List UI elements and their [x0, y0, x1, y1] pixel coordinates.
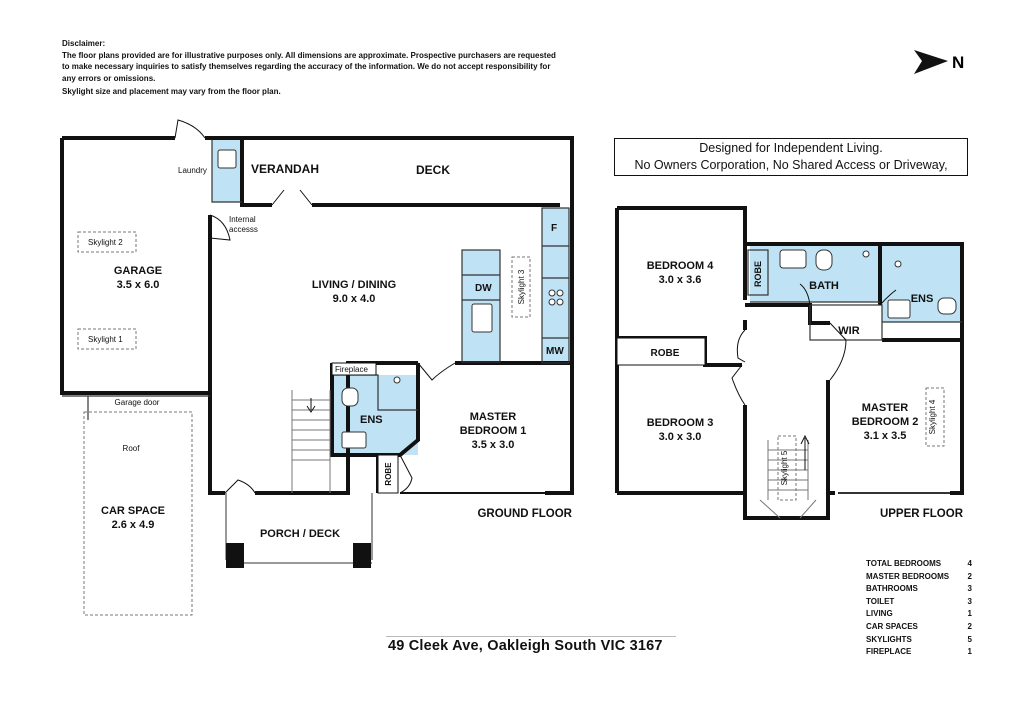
bath-fill: [750, 244, 880, 302]
label-skylight-5: Skylight 5: [780, 450, 789, 485]
label-bed-3-dims: 3.0 x 3.0: [659, 431, 702, 443]
stat-value: 1: [967, 609, 972, 619]
stat-value: 2: [967, 621, 972, 631]
upper-floor-plan: BEDROOM 4 3.0 x 3.6 ROBE BATH ENS WIR RO…: [615, 206, 964, 520]
label-fireplace: Fireplace: [335, 365, 368, 374]
stat-row: CAR SPACES 2: [866, 621, 972, 634]
label-mw: MW: [546, 346, 564, 357]
label-bed-3: BEDROOM 3: [647, 417, 714, 429]
label-fridge: F: [551, 223, 557, 234]
stat-value: 1: [967, 647, 972, 657]
label-wir: WIR: [838, 325, 859, 337]
stat-label: MASTER BEDROOMS: [866, 571, 950, 581]
label-laundry: Laundry: [178, 166, 207, 175]
stat-label: BATHROOMS: [866, 584, 918, 594]
label-car-space-dims: 2.6 x 4.9: [112, 519, 155, 531]
label-master-1-b: BEDROOM 1: [460, 425, 527, 437]
label-garage-dims: 3.5 x 6.0: [117, 279, 160, 291]
porch-post-left: [226, 543, 244, 568]
label-master-2-b: BEDROOM 2: [852, 416, 919, 428]
label-skylight-1: Skylight 1: [88, 335, 123, 344]
stat-value: 3: [967, 584, 972, 594]
skylight-note: Skylight size and placement may vary fro…: [62, 87, 281, 96]
upper-stairs: [759, 440, 817, 519]
stat-value: 3: [967, 596, 972, 606]
label-bath: BATH: [809, 280, 839, 292]
disclaimer-text: The floor plans provided are for illustr…: [62, 50, 556, 83]
address-rule: [386, 636, 676, 637]
robe-b-box: [616, 337, 706, 366]
label-master-2: MASTER: [862, 402, 909, 414]
label-living-dims: 9.0 x 4.0: [333, 293, 376, 305]
stat-label: FIREPLACE: [866, 647, 912, 657]
stat-row: BATHROOMS 3: [866, 583, 972, 596]
laundry-fill: [212, 140, 242, 202]
stat-value: 2: [967, 571, 972, 581]
label-porch: PORCH / DECK: [260, 528, 340, 540]
ground-floor-plan: Laundry VERANDAH DECK Internal accesss S…: [60, 119, 574, 616]
fireplace-box: [331, 362, 377, 376]
label-roof: Roof: [123, 444, 141, 453]
stat-label: CAR SPACES: [866, 621, 918, 631]
north-label: N: [952, 53, 964, 72]
label-dw: DW: [475, 283, 492, 294]
label-bed-4: BEDROOM 4: [647, 260, 715, 272]
label-internal-1: Internal: [229, 215, 256, 224]
tagline-line-1: Designed for Independent Living.: [699, 141, 883, 155]
stat-row: LIVING 1: [866, 608, 972, 621]
stat-row: FIREPLACE 1: [866, 646, 972, 659]
disclaimer-heading: Disclaimer:: [62, 39, 106, 48]
disclaimer: Disclaimer: The floor plans provided are…: [62, 38, 562, 98]
kitchen-bench-fill: [542, 208, 569, 363]
label-ens-1: ENS: [360, 414, 383, 426]
label-car-space: CAR SPACE: [101, 505, 165, 517]
label-skylight-3: Skylight 3: [517, 269, 526, 304]
ground-floor-title: GROUND FLOOR: [477, 508, 572, 520]
label-master-2-dims: 3.1 x 3.5: [864, 430, 907, 442]
stat-row: MASTER BEDROOMS 2: [866, 571, 972, 584]
label-deck: DECK: [416, 163, 450, 177]
label-ens-2: ENS: [911, 293, 934, 305]
stat-value: 4: [967, 559, 972, 568]
label-master-1-dims: 3.5 x 3.0: [472, 439, 515, 451]
stat-row: TOILET 3: [866, 596, 972, 609]
stat-label: TOILET: [866, 596, 895, 606]
stat-label: TOTAL BEDROOMS: [866, 559, 942, 568]
label-garage: GARAGE: [114, 265, 162, 277]
tagline-line-2: No Owners Corporation, No Shared Access …: [634, 158, 948, 172]
label-internal-2: accesss: [229, 225, 258, 234]
north-arrow-icon: N: [912, 48, 972, 78]
stat-label: LIVING: [866, 609, 893, 619]
label-robe-b: ROBE: [651, 348, 680, 359]
label-robe-a: ROBE: [753, 261, 763, 287]
label-bed-4-dims: 3.0 x 3.6: [659, 274, 702, 286]
label-master-1: MASTER: [470, 411, 517, 423]
label-robe-1: ROBE: [384, 462, 393, 486]
porch-post-right: [353, 543, 371, 568]
upper-floor-title: UPPER FLOOR: [880, 508, 964, 520]
robe-1-box: [377, 454, 399, 494]
label-living: LIVING / DINING: [312, 279, 396, 291]
label-skylight-4: Skylight 4: [928, 399, 937, 434]
tagline-box: Designed for Independent Living. No Owne…: [614, 138, 968, 176]
stat-row: SKYLIGHTS 5: [866, 634, 972, 647]
stat-value: 5: [967, 634, 972, 644]
property-address: 49 Cleek Ave, Oakleigh South VIC 3167: [388, 638, 663, 654]
ground-stairs: [291, 390, 331, 493]
stat-label: SKYLIGHTS: [866, 634, 912, 644]
label-garage-door: Garage door: [115, 398, 160, 407]
label-skylight-2: Skylight 2: [88, 238, 123, 247]
label-verandah: VERANDAH: [251, 162, 319, 176]
stat-row: TOTAL BEDROOMS 4: [866, 558, 972, 571]
